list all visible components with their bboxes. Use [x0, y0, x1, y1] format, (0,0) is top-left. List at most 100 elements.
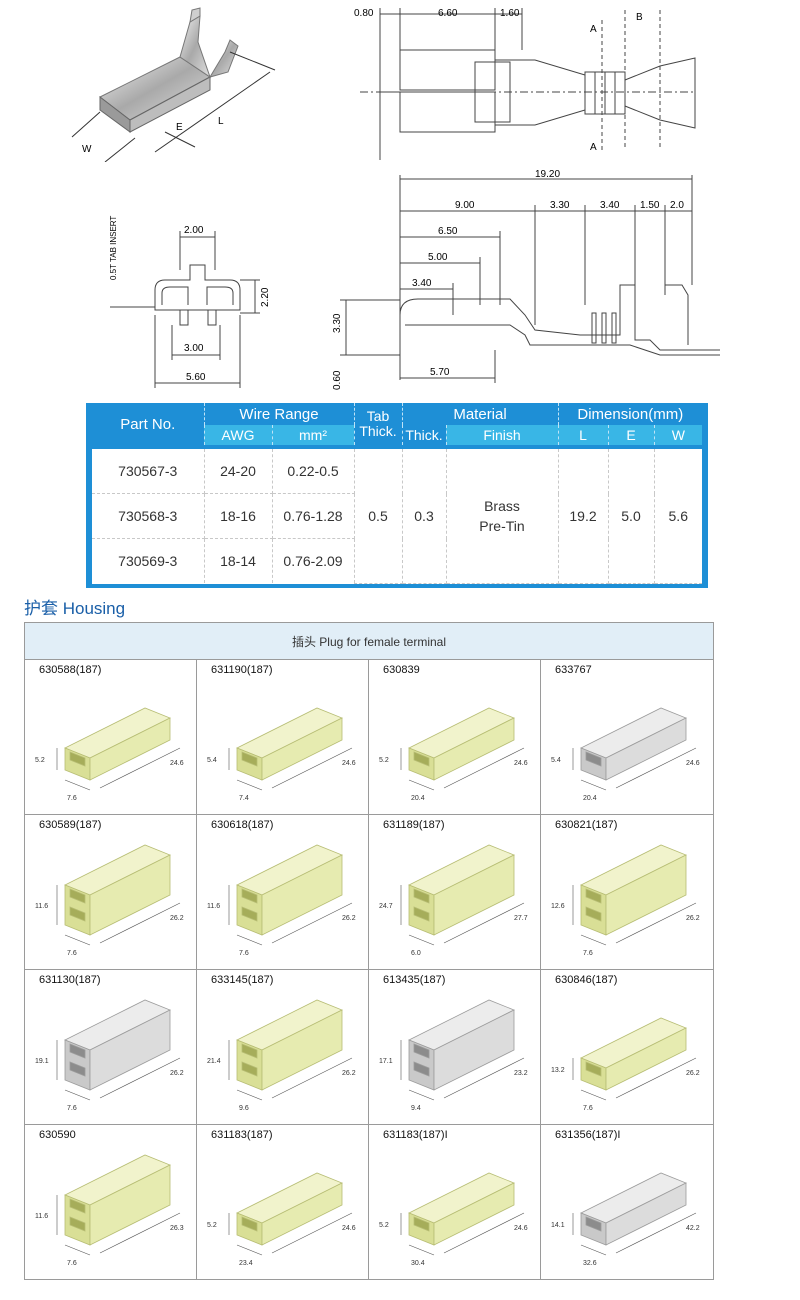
mm2-value: 0.76-2.09: [272, 538, 355, 583]
housing-dimension: 7.6: [67, 795, 77, 802]
dimension-line: [271, 902, 353, 944]
housing-cavity: [585, 888, 602, 904]
housing-side-face: [261, 1009, 343, 1091]
housing-cavity: [241, 906, 258, 922]
housing-image: 11.6 7.6 26.2: [207, 844, 356, 957]
mm2-value: 0.76-1.28: [272, 493, 355, 539]
housing-cavity: [413, 751, 430, 767]
side-dim-340: 3.40: [412, 278, 432, 289]
housing-dimension: 7.4: [239, 795, 249, 802]
housing-part-number: 630821(187): [555, 819, 618, 831]
housing-dimension: 26.2: [342, 915, 356, 922]
housing-side-face: [433, 854, 515, 936]
housing-side-face: [605, 854, 687, 936]
front-view-drawing: 0.5T TAB INSERT 2.00 2.20 3.00 5.60: [109, 216, 271, 388]
housing-dimension: 7.6: [583, 950, 593, 957]
housing-cavity: [413, 888, 430, 904]
housing-part-number: 613435(187): [383, 974, 446, 986]
housing-dimension: 7.6: [583, 1105, 593, 1112]
housing-dimension: 26.2: [686, 1070, 700, 1077]
housing-dimension: 21.4: [207, 1058, 221, 1065]
housing-dimension: 19.1: [35, 1058, 49, 1065]
housing-side-face: [89, 717, 171, 781]
dimension-line: [443, 1212, 525, 1254]
header-wire-range: Wire Range: [204, 403, 355, 425]
dimension-line: [615, 902, 697, 944]
dimension-line: [443, 747, 525, 789]
housing-cavity: [413, 906, 430, 922]
dimension-line: [99, 1212, 181, 1254]
housing-side-face: [261, 854, 343, 936]
header-awg: AWG: [204, 425, 273, 445]
housing-part-number: 631183(187)I: [383, 1129, 448, 1141]
table-row: 730568-3 18-16 0.76-1.28: [92, 493, 702, 539]
housing-dimension: 5.4: [207, 757, 217, 764]
awg-value: 24-20: [204, 449, 273, 494]
housing-dimension: 11.6: [35, 903, 48, 910]
housing-part-number: 630590: [39, 1129, 76, 1141]
housing-dimension: 24.6: [342, 1225, 356, 1232]
housing-dimension: 5.2: [207, 1222, 217, 1229]
housing-dimension: 6.0: [411, 950, 421, 957]
awg-value: 18-16: [204, 493, 273, 539]
table-row: 730569-3 18-14 0.76-2.09: [92, 538, 702, 583]
header-finish: Finish: [446, 425, 559, 445]
housing-cavity: [69, 1216, 86, 1232]
housing-dimension: 5.2: [379, 1222, 389, 1229]
housing-dimension: 11.6: [35, 1213, 48, 1220]
dimension-line: [236, 1089, 263, 1101]
dimension-line: [580, 779, 607, 791]
housing-side-face: [605, 717, 687, 781]
dimension-line: [99, 1057, 181, 1099]
front-dim-inner: 3.00: [184, 343, 204, 354]
dimension-line: [615, 747, 697, 789]
mm2-value: 0.22-0.5: [272, 449, 355, 494]
housing-dimension: 24.6: [170, 760, 184, 767]
housing-image: 14.132.642.2: [551, 1172, 700, 1267]
photo-label-e: E: [176, 122, 183, 133]
housing-dimension: 14.1: [551, 1222, 565, 1229]
housing-dimension: 11.6: [207, 903, 220, 910]
housing-dimension: 7.6: [67, 950, 77, 957]
housing-cavity: [241, 888, 258, 904]
housing-part-number: 633145(187): [211, 974, 274, 986]
housing-part-number: 630846(187): [555, 974, 618, 986]
dimension-line: [64, 1244, 91, 1256]
housing-dimension: 7.6: [239, 950, 249, 957]
dimension-line: [408, 1244, 435, 1256]
housing-cavity: [585, 906, 602, 922]
top-dim-2: 1.60: [500, 8, 520, 19]
dimension-line: [236, 779, 263, 791]
header-dimension: Dimension(mm): [577, 405, 684, 423]
dimension-line: [580, 1089, 607, 1101]
housing-image: 19.17.626.2: [35, 999, 184, 1112]
header-l: L: [558, 425, 609, 445]
housing-side-face: [261, 1182, 343, 1246]
side-dim-500: 5.00: [428, 252, 448, 263]
table-row: 730567-3 24-20 0.22-0.5 0.5 0.3 Brass Pr…: [92, 449, 702, 584]
housing-part-number: 630839: [383, 664, 420, 676]
housing-side-face: [89, 1164, 171, 1246]
housing-dimension: 9.6: [239, 1105, 249, 1112]
terminal-photo: W E L: [71, 7, 276, 162]
housing-cavity: [241, 1216, 258, 1232]
thick-value: 0.3: [402, 449, 447, 584]
top-dim-1: 6.60: [438, 8, 458, 19]
header-part-no: Part No.: [92, 403, 205, 445]
housing-grid: 插头 Plug for female terminal 630588(187)5…: [24, 622, 714, 1280]
housing-cavity: [241, 751, 258, 767]
housing-image: 24.76.027.7: [379, 844, 528, 957]
tab-insert-label: 0.5T TAB INSERT: [109, 216, 118, 280]
housing-image: 11.67.626.3: [35, 1154, 184, 1267]
side-seg-3: 1.50: [640, 200, 660, 211]
side-seg-4: 2.0: [670, 200, 684, 211]
part-number: 730568-3: [92, 493, 205, 539]
housing-part-number: 630588(187): [39, 664, 102, 676]
